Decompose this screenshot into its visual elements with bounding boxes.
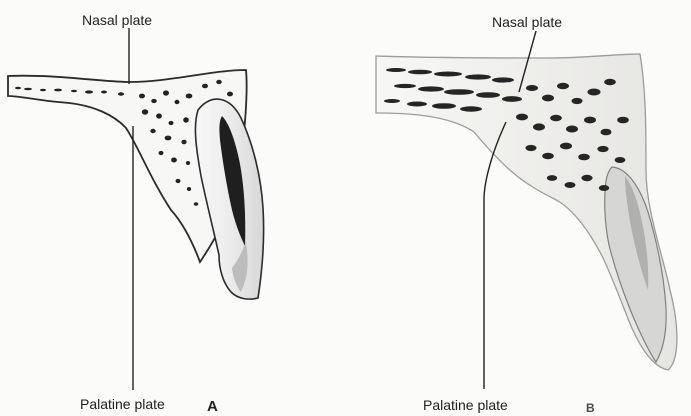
panel-b-nasal-plate-label: Nasal plate: [492, 14, 562, 30]
panel-b-palatine-plate-label: Palatine plate: [423, 397, 508, 413]
panel-a-nasal-plate-label: Nasal plate: [82, 12, 152, 28]
panel-a-palatine-plate-label: Palatine plate: [80, 396, 165, 412]
panel-a-letter: A: [207, 399, 218, 415]
panel-a-diagram: [8, 70, 264, 299]
panel-b-diagram: [376, 54, 677, 370]
panel-b-letter: B: [586, 400, 595, 416]
